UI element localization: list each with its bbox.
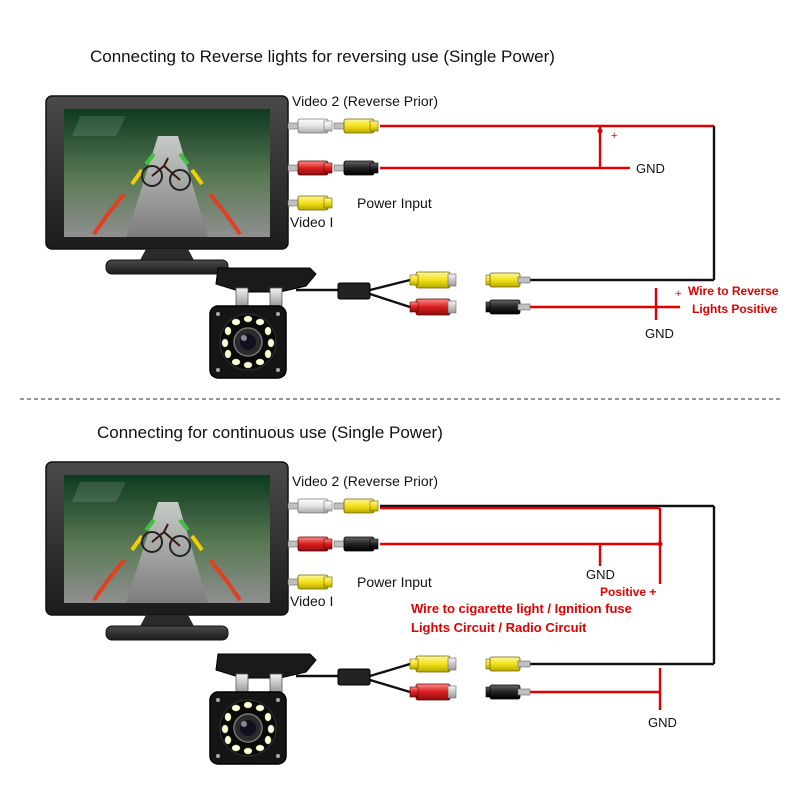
video1-label: Video I (290, 214, 333, 230)
rca-jack-icon (409, 683, 457, 701)
video2-label: Video 2 (Reverse Prior) (292, 473, 438, 489)
rca-plug-icon (485, 656, 531, 672)
power-input-label: Power Input (357, 574, 432, 590)
gnd-label: GND (645, 326, 674, 341)
gnd-label: GND (648, 715, 677, 730)
rca-jack-icon (409, 298, 457, 316)
monitor-icon (44, 94, 290, 276)
plus-symbol: + (675, 288, 681, 300)
power-source-note-line1: Wire to cigarette light / Ignition fuse (411, 601, 632, 616)
rca-plug-icon (287, 118, 333, 134)
reverse-note-line1: Wire to Reverse (688, 284, 779, 298)
gnd-label: GND (586, 567, 615, 582)
rca-plug-icon (485, 299, 531, 315)
rca-plug-icon (287, 498, 333, 514)
reverse-note-line2: Lights Positive (692, 302, 778, 316)
rca-plug-icon (333, 536, 379, 552)
positive-label: Positive + (600, 585, 656, 599)
rca-plug-icon (333, 118, 379, 134)
gnd-label: GND (636, 161, 665, 176)
rca-plug-icon (287, 160, 333, 176)
rca-plug-icon (287, 195, 333, 211)
rca-plug-icon (333, 160, 379, 176)
diagram2-title: Connecting for continuous use (Single Po… (97, 423, 443, 442)
plus-symbol: + (611, 130, 617, 142)
backup-camera-icon (209, 653, 317, 765)
power-source-note-line2: Lights Circuit / Radio Circuit (411, 620, 587, 635)
monitor-icon (44, 460, 290, 642)
diagram-reverse-lights: Connecting to Reverse lights for reversi… (44, 47, 779, 379)
power-input-label: Power Input (357, 195, 432, 211)
rca-plug-icon (485, 684, 531, 700)
backup-camera-icon (209, 267, 317, 379)
rca-plug-icon (287, 574, 333, 590)
rca-jack-icon (409, 655, 457, 673)
rca-plug-icon (333, 498, 379, 514)
video2-label: Video 2 (Reverse Prior) (292, 93, 438, 109)
video1-label: Video I (290, 593, 333, 609)
rca-plug-icon (287, 536, 333, 552)
diagram-continuous: Connecting for continuous use (Single Po… (44, 423, 716, 765)
diagram1-title: Connecting to Reverse lights for reversi… (90, 47, 555, 66)
rca-jack-icon (409, 271, 457, 289)
rca-plug-icon (485, 272, 531, 288)
